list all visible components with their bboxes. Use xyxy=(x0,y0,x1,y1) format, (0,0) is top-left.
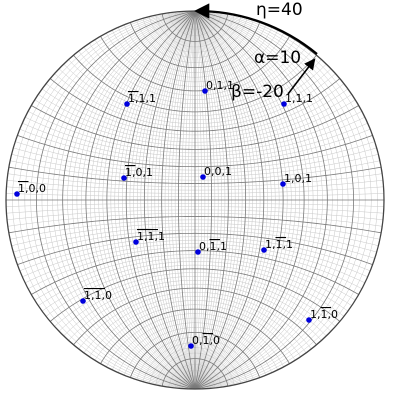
pole-label: 1,1,1 xyxy=(137,230,165,243)
parallel-line xyxy=(161,13,229,42)
pole-marker xyxy=(80,298,86,304)
alpha-label: α=10 xyxy=(254,48,301,68)
parallel-line xyxy=(161,358,229,387)
pole-marker xyxy=(281,101,287,107)
pole: 1,1,1 xyxy=(261,238,293,253)
parallel-line xyxy=(129,331,261,378)
pole: 0,1,0 xyxy=(188,334,220,349)
beta-label: β=-20 xyxy=(231,82,284,102)
pole-marker xyxy=(200,174,206,180)
eta-label: η=40 xyxy=(256,0,303,20)
pole-marker xyxy=(188,343,194,349)
parallel-line xyxy=(100,36,290,92)
parallel-line xyxy=(8,216,382,234)
pole-label: 0,1,1 xyxy=(199,240,227,253)
parallel-line xyxy=(31,250,359,295)
pole-label: 1,1,1 xyxy=(265,238,293,251)
pole: 0,0,1 xyxy=(200,165,232,180)
pole-label: 1,1,0 xyxy=(310,308,338,321)
wulff-net xyxy=(6,11,384,389)
pole: 0,1,1 xyxy=(195,240,227,255)
pole: 1,1,0 xyxy=(306,308,338,323)
pole-label: 1,1,1 xyxy=(128,92,156,105)
pole-markers: 0,1,1 1,1,1 1,1,1 1,0,1 0,0,1 1,0,1 1,0,0 1,1,1… xyxy=(14,79,338,349)
pole-marker xyxy=(306,317,312,323)
parallel-line xyxy=(8,166,382,184)
pole-marker xyxy=(280,181,286,187)
pole-label: 1,0,1 xyxy=(284,172,312,185)
pole: 1,0,0 xyxy=(14,182,46,197)
pole: 1,1,1 xyxy=(281,92,313,107)
alpha-arrow-icon xyxy=(287,58,316,95)
parallel-line xyxy=(73,54,317,113)
pole-label: 1,1,1 xyxy=(285,92,313,105)
pole: 1,1,1 xyxy=(133,230,165,245)
parallel-line xyxy=(31,105,359,150)
pole-marker xyxy=(202,88,208,94)
pole-marker xyxy=(195,249,201,255)
rotation-arrows xyxy=(193,3,318,95)
parallel-line xyxy=(129,22,261,69)
parallel-line xyxy=(100,308,290,364)
pole-marker xyxy=(124,101,130,107)
pole-marker xyxy=(261,247,267,253)
eta-arrow-icon xyxy=(193,3,318,55)
pole-label: 0,1,1 xyxy=(206,79,234,92)
pole-marker xyxy=(14,191,20,197)
pole: 1,1,1 xyxy=(124,92,156,107)
pole-label: 1,1,0 xyxy=(84,289,112,302)
pole-label: 0,1,0 xyxy=(192,334,220,347)
parallel-line xyxy=(73,287,317,346)
pole-marker xyxy=(133,239,139,245)
parallel-line xyxy=(17,134,373,168)
parallel-line xyxy=(49,268,341,322)
pole-label: 0,0,1 xyxy=(204,165,232,178)
pole-marker xyxy=(121,175,127,181)
pole: 1,1,0 xyxy=(80,289,112,304)
pole: 0,1,1 xyxy=(202,79,234,94)
pole-label: 1,0,0 xyxy=(18,182,46,195)
pole: 1,0,1 xyxy=(121,166,153,181)
pole-label: 1,0,1 xyxy=(125,166,153,179)
parallel-line xyxy=(17,232,373,266)
pole: 1,0,1 xyxy=(280,172,312,187)
net-major-lines xyxy=(6,11,384,389)
parallel-line xyxy=(49,78,341,132)
